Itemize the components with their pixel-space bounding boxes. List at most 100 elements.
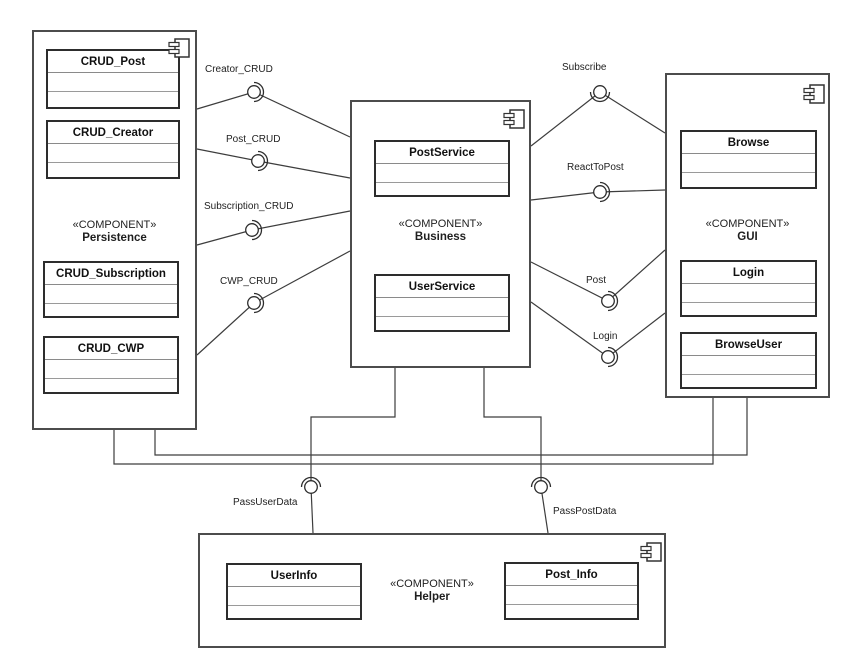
- interface-creator-crud[interactable]: [247, 81, 265, 103]
- component-helper[interactable]: UserInfo «COMPONENT» Helper Post_Info: [198, 533, 666, 648]
- class-title: UserInfo: [228, 565, 360, 587]
- interface-login[interactable]: [601, 346, 619, 368]
- class-compartment: [682, 173, 815, 187]
- ball-icon: [601, 350, 615, 364]
- connector-cwp-crud: [196, 250, 351, 356]
- class-compartment: [506, 586, 637, 605]
- stereotype-label: «COMPONENT»: [72, 219, 157, 231]
- socket-icon: [599, 181, 611, 203]
- class-compartment: [228, 587, 360, 606]
- interface-post-crud[interactable]: [251, 150, 269, 172]
- class-userservice[interactable]: UserService: [374, 274, 510, 332]
- socket-icon: [300, 476, 322, 488]
- class-compartment: [682, 303, 815, 315]
- interface-pass-user-data[interactable]: [300, 476, 322, 494]
- class-compartment: [45, 285, 177, 304]
- interface-label-creator-crud: Creator_CRUD: [205, 64, 273, 75]
- class-compartment: [228, 606, 360, 618]
- connector-subscribe: [530, 91, 666, 147]
- connector-business-to-passpostdata: [483, 368, 549, 534]
- component-icon: [168, 38, 190, 58]
- interface-subscription-crud[interactable]: [245, 219, 263, 241]
- class-browseuser[interactable]: BrowseUser: [680, 332, 817, 389]
- component-gui[interactable]: Browse «COMPONENT» GUI Login BrowseUser: [665, 73, 830, 398]
- class-compartment: [682, 154, 815, 173]
- class-compartment: [682, 356, 815, 375]
- socket-icon: [589, 91, 611, 103]
- interface-react-to-post[interactable]: [593, 181, 611, 203]
- class-title: Post_Info: [506, 564, 637, 586]
- connector-persistence-to-gui-upper: [154, 398, 748, 456]
- class-browse[interactable]: Browse: [680, 130, 817, 189]
- component-business[interactable]: PostService «COMPONENT» Business UserSer…: [350, 100, 531, 368]
- class-title: Login: [682, 262, 815, 284]
- interface-label-react-to-post: ReactToPost: [567, 162, 624, 173]
- class-compartment: [682, 375, 815, 387]
- class-compartment: [48, 73, 178, 92]
- interface-subscribe[interactable]: [589, 85, 611, 103]
- class-login[interactable]: Login: [680, 260, 817, 317]
- class-crud-post[interactable]: CRUD_Post: [46, 49, 180, 109]
- component-icon: [803, 84, 825, 104]
- interface-label-post: Post: [586, 275, 607, 286]
- ball-icon: [534, 480, 548, 494]
- interface-cwp-crud[interactable]: [247, 292, 265, 314]
- component-name: GUI: [737, 231, 758, 243]
- class-title: PostService: [376, 142, 508, 164]
- class-postservice[interactable]: PostService: [374, 140, 510, 197]
- interface-label-login: Login: [593, 331, 618, 342]
- class-title: CRUD_Creator: [48, 122, 178, 144]
- socket-icon: [607, 346, 619, 368]
- component-icon: [503, 109, 525, 129]
- class-crud-cwp[interactable]: CRUD_CWP: [43, 336, 179, 394]
- class-crud-subscription[interactable]: CRUD_Subscription: [43, 261, 179, 318]
- connector-creator-crud: [196, 91, 351, 138]
- ball-icon: [251, 154, 265, 168]
- class-userinfo[interactable]: UserInfo: [226, 563, 362, 620]
- stereotype-label: «COMPONENT»: [390, 578, 474, 590]
- class-compartment: [506, 605, 637, 618]
- ball-icon: [247, 85, 261, 99]
- connector-login: [530, 301, 666, 358]
- ball-icon: [247, 296, 261, 310]
- connector-post-crud: [196, 148, 351, 179]
- ball-icon: [593, 85, 607, 99]
- interface-pass-post-data[interactable]: [530, 476, 552, 494]
- class-title: CRUD_Post: [48, 51, 178, 73]
- class-compartment: [45, 360, 177, 379]
- class-compartment: [682, 284, 815, 303]
- component-stereotype: «COMPONENT» Persistence: [34, 219, 195, 245]
- class-compartment: [376, 298, 508, 317]
- socket-icon: [253, 292, 265, 314]
- socket-icon: [251, 219, 263, 241]
- component-name: Persistence: [82, 232, 147, 244]
- ball-icon: [304, 480, 318, 494]
- class-title: Browse: [682, 132, 815, 154]
- class-title: BrowseUser: [682, 334, 815, 356]
- socket-icon: [530, 476, 552, 488]
- component-persistence[interactable]: CRUD_Post CRUD_Creator «COMPONENT» Persi…: [32, 30, 197, 430]
- class-post-info[interactable]: Post_Info: [504, 562, 639, 620]
- class-compartment: [376, 317, 508, 330]
- class-compartment: [48, 163, 178, 177]
- socket-icon: [257, 150, 269, 172]
- class-compartment: [45, 304, 177, 316]
- ball-icon: [593, 185, 607, 199]
- stereotype-label: «COMPONENT»: [705, 218, 790, 230]
- interface-label-pass-user-data: PassUserData: [233, 497, 298, 508]
- class-title: UserService: [376, 276, 508, 298]
- interface-post[interactable]: [601, 290, 619, 312]
- class-crud-creator[interactable]: CRUD_Creator: [46, 120, 180, 179]
- ball-icon: [245, 223, 259, 237]
- class-compartment: [48, 92, 178, 107]
- class-compartment: [48, 144, 178, 163]
- interface-label-subscribe: Subscribe: [562, 62, 607, 73]
- class-title: CRUD_CWP: [45, 338, 177, 360]
- connector-business-to-passuserdata: [310, 368, 396, 534]
- component-name: Helper: [414, 591, 450, 603]
- component-name: Business: [414, 231, 467, 243]
- socket-icon: [607, 290, 619, 312]
- interface-label-pass-post-data: PassPostData: [553, 506, 617, 517]
